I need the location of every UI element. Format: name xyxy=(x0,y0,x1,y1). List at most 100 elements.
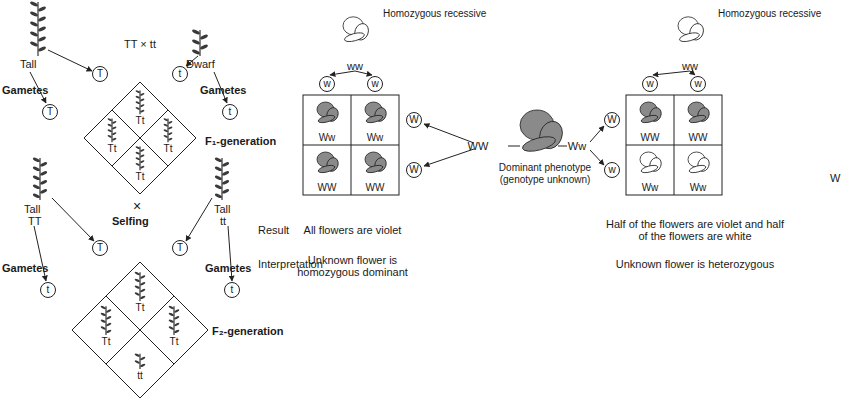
plant-stem xyxy=(105,306,106,335)
genotype-text: WW xyxy=(366,182,385,193)
genotype-text: WW xyxy=(318,182,337,193)
plant-stem xyxy=(173,306,174,335)
genotype-text: Tt xyxy=(170,336,179,347)
plant-leaf xyxy=(32,166,40,172)
gamete-line xyxy=(186,198,212,241)
diagram-label: tt xyxy=(220,215,226,227)
genotype-text: WW xyxy=(689,132,708,143)
diagram-label: Dwarf xyxy=(186,58,215,70)
plant-leaf xyxy=(134,292,140,297)
plant-leaf xyxy=(140,98,145,102)
genotype-text: Tt xyxy=(136,302,145,313)
offspring-cell: Tt xyxy=(88,306,124,347)
diagram-label: Unknown flower is homozygous dominant xyxy=(290,254,415,278)
gamete-circle: w xyxy=(604,162,620,178)
genotype-text: Ww xyxy=(367,132,384,143)
plant-leaf xyxy=(199,44,208,51)
plant-leaf xyxy=(32,184,40,190)
diagram-label: Result xyxy=(258,224,289,236)
punnett-cell: WW xyxy=(674,95,722,145)
genotype-text: t xyxy=(179,69,182,79)
pea-flower xyxy=(640,152,663,174)
gamete-line xyxy=(52,198,94,241)
pea-plant xyxy=(135,146,145,171)
plant-leaf xyxy=(168,137,173,141)
plant-leaf xyxy=(106,316,112,321)
grid-line xyxy=(303,145,399,146)
diagram-label: Gametes xyxy=(2,262,48,274)
pea-plant xyxy=(100,305,112,335)
gamete-circle: w xyxy=(690,76,706,92)
plant-stem xyxy=(139,272,140,301)
plant-leaf xyxy=(29,1,38,8)
plant-leaf xyxy=(106,322,112,327)
plant-leaf xyxy=(135,146,140,150)
flower-keel xyxy=(344,31,366,43)
flower-keel xyxy=(679,31,701,43)
genotype-text: WW xyxy=(641,132,660,143)
plant-leaf xyxy=(134,353,140,358)
diagram-label: Selfing xyxy=(112,215,149,227)
plant-leaf xyxy=(107,123,112,127)
diagram-label: Homozygous recessive xyxy=(718,8,821,20)
plant-leaf xyxy=(100,326,106,331)
plant-leaf xyxy=(140,160,145,164)
plant-leaf xyxy=(100,312,106,317)
flower-keel xyxy=(366,164,384,174)
diagram-label: Unknown flower is heterozygous xyxy=(600,258,790,270)
plant-leaf xyxy=(140,295,146,300)
offspring-cell: Tt xyxy=(150,118,186,154)
gamete-circle: W xyxy=(406,162,422,178)
pea-plant xyxy=(163,118,173,143)
plant-leaf xyxy=(222,188,230,194)
genotype-text: Tt xyxy=(108,143,117,154)
plant-leaf xyxy=(32,175,40,181)
pea-plant xyxy=(107,118,117,143)
genotype-text: T xyxy=(97,69,103,79)
plant-leaf xyxy=(140,288,146,293)
plant-leaf xyxy=(140,275,146,280)
flower-keel xyxy=(318,114,336,124)
flower-keel xyxy=(689,114,707,124)
genotype-text: W xyxy=(607,115,616,125)
plant-stem xyxy=(139,90,140,114)
plant-leaf xyxy=(140,154,145,158)
punnett-cell: Ww xyxy=(351,95,399,145)
gamete-circle: W xyxy=(604,112,620,128)
offspring-cell: Tt xyxy=(156,306,192,347)
plant-leaf xyxy=(191,49,200,56)
pea-plant xyxy=(134,353,146,369)
genotype-text: w xyxy=(608,165,615,175)
plant-leaf xyxy=(168,120,173,124)
plant-leaf xyxy=(135,151,140,155)
punnett-diamond xyxy=(84,82,196,194)
plant-leaf xyxy=(134,271,140,276)
connector-line xyxy=(558,146,567,147)
plant-stem xyxy=(139,146,140,170)
plant-leaf xyxy=(163,118,168,122)
punnett-cell: Ww xyxy=(674,145,722,195)
genotype-text: Tt xyxy=(136,115,145,126)
pea-flower xyxy=(317,152,340,174)
pea-flower xyxy=(688,152,711,174)
pea-flower xyxy=(678,17,706,44)
plant-leaf xyxy=(214,166,222,172)
plant-leaf xyxy=(107,118,112,122)
plant-leaf xyxy=(140,92,145,96)
plant-leaf xyxy=(140,109,145,113)
genotype-text: w xyxy=(323,79,330,89)
flower-keel xyxy=(641,164,659,174)
gamete-circle: w xyxy=(319,76,335,92)
diagram-label: W xyxy=(830,172,840,184)
offspring-cell: Tt xyxy=(122,272,158,313)
punnett-diamond xyxy=(72,262,208,398)
pea-plant xyxy=(168,305,180,335)
diagram-label: Homozygous recessive xyxy=(383,8,486,20)
plant-leaf xyxy=(107,134,112,138)
pea-plant xyxy=(134,271,146,301)
plant-leaf xyxy=(174,316,180,321)
pea-flower xyxy=(317,102,340,124)
gamete-line xyxy=(590,126,604,142)
diagram-label: All flowers are violet xyxy=(295,224,410,236)
